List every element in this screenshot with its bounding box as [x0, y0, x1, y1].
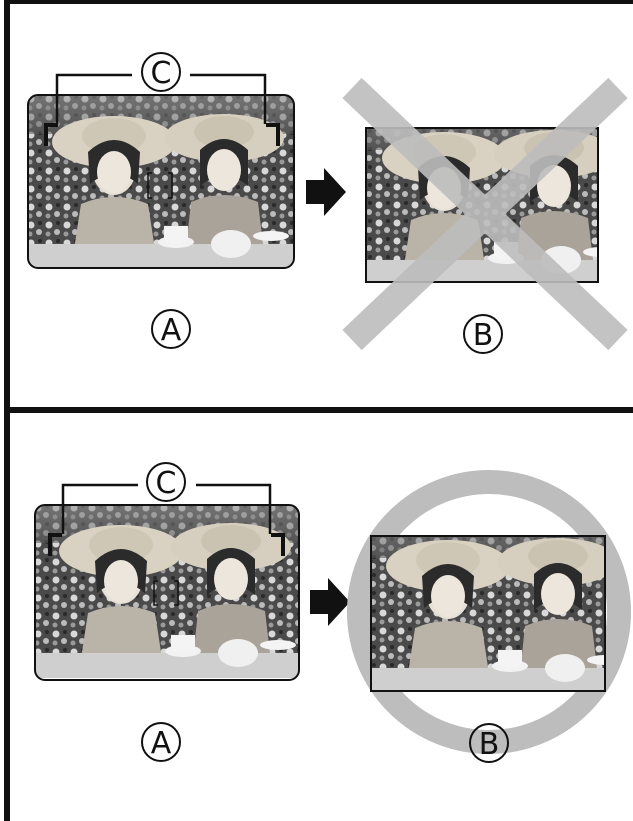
x-mark-icon — [342, 77, 628, 351]
panel-incorrect — [4, 0, 633, 410]
result-image-top — [365, 127, 599, 283]
focus-bracket-top — [147, 172, 173, 199]
callout-c-bracket-bottom — [61, 483, 272, 534]
viewfinder-image-top — [27, 94, 295, 269]
viewfinder-image-bottom — [34, 504, 300, 681]
callout-c-bracket-top — [55, 73, 267, 124]
focus-bracket-bottom — [153, 580, 179, 606]
right-arrow-icon — [310, 578, 350, 626]
parallax-marks-top — [44, 123, 280, 146]
label-c-bottom: C — [146, 462, 186, 502]
label-b-top: B — [463, 314, 503, 354]
label-c-top: C — [141, 52, 181, 92]
label-b-bottom: B — [469, 723, 509, 763]
result-image-bottom — [370, 535, 606, 692]
right-arrow-icon — [306, 168, 346, 216]
parallax-marks-bottom — [48, 533, 285, 556]
panel-correct — [4, 410, 633, 821]
label-a-top: A — [151, 309, 191, 349]
label-a-bottom: A — [141, 722, 181, 762]
